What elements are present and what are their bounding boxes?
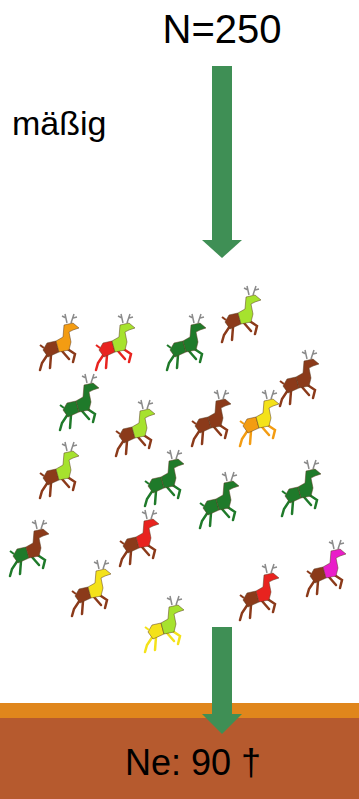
flow-arrow xyxy=(212,627,232,714)
arrow-head xyxy=(202,714,242,734)
deer-figure xyxy=(307,540,346,596)
deer-figure xyxy=(96,314,135,370)
deer-figure xyxy=(167,314,206,370)
deer-figure xyxy=(145,450,184,506)
condition-label: mäßig xyxy=(12,104,162,143)
deer-figure xyxy=(10,520,49,576)
deer-figure xyxy=(116,400,155,456)
node-label: Ne: 90 † xyxy=(125,743,261,783)
flow-arrow xyxy=(212,66,232,240)
deer-figure xyxy=(200,472,239,528)
deer-figure xyxy=(282,460,321,516)
population-size: N=250 xyxy=(122,6,322,52)
arrow-head xyxy=(202,240,242,258)
ground-band: Ne: 90 † xyxy=(0,703,359,799)
deer-figure xyxy=(240,390,279,446)
deer-figure xyxy=(240,564,279,620)
deer-figure xyxy=(40,314,79,370)
deer-figure xyxy=(222,286,261,342)
deer-figure xyxy=(145,596,184,652)
deer-figure xyxy=(192,390,231,446)
deer-figure xyxy=(72,560,111,616)
deer-figure xyxy=(120,510,159,566)
deer-figure xyxy=(40,442,79,498)
deer-figure xyxy=(60,374,99,430)
deer-figure xyxy=(280,350,319,406)
